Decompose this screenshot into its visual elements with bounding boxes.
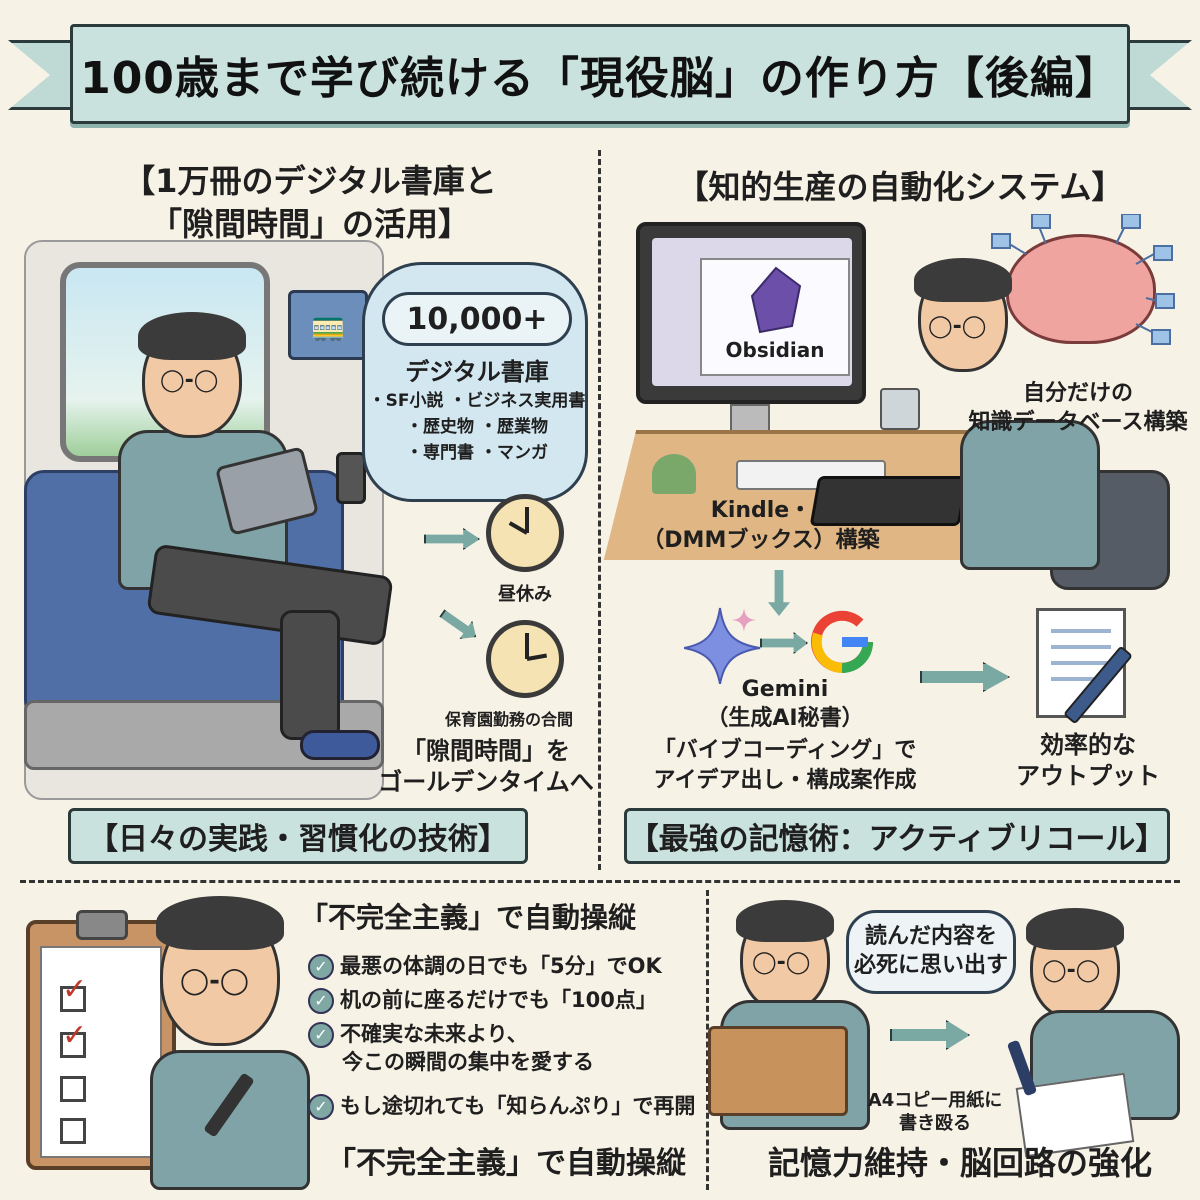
bullet-1: ✓最悪の体調の日でも「5分」でOK <box>308 952 662 980</box>
phone-icon <box>336 452 366 504</box>
glasses-icon: ◯-◯ <box>160 368 219 393</box>
check-mark-2: ✓ <box>62 1018 88 1053</box>
person-hair-desk <box>914 258 1012 302</box>
caption-line1: 「隙間時間」を <box>402 737 570 765</box>
arrow-right-recall <box>890 1020 970 1050</box>
clipboard-clip <box>76 910 128 940</box>
check-icon: ✓ <box>308 1094 334 1120</box>
shoe <box>300 730 380 760</box>
db-line2: 知識データベース構築 <box>968 409 1188 435</box>
gemini-line2: （生成AI秘書） <box>706 705 864 731</box>
library-genres-2: ・歴史物 ・歴業物 <box>406 417 548 437</box>
vibe-line2: アイデア出し・構成案作成 <box>653 767 917 793</box>
top-right-heading: 【知的生産の自動化システム】 <box>676 168 1124 206</box>
vibe-caption: 「バイブコーディング」で アイデア出し・構成案作成 <box>620 736 950 795</box>
arrow-right-output <box>920 662 1010 692</box>
caption-line2: ゴールデンタイムへ <box>378 768 594 797</box>
glasses-icon-desk: ◯-◯ <box>928 314 987 339</box>
horizontal-divider <box>20 880 1180 883</box>
check-icon: ✓ <box>308 988 334 1014</box>
plant-icon <box>652 454 696 494</box>
checkbox-1 <box>60 986 86 1012</box>
top-left-heading-line1: 【1万冊のデジタル書庫と <box>123 162 497 200</box>
clock1-label: 昼休み <box>498 584 552 605</box>
obsidian-icon <box>750 266 802 334</box>
output-line1: 効率的な <box>1040 731 1136 759</box>
glasses-icon-recall: ◯-◯ <box>752 950 811 975</box>
obsidian-window: Obsidian <box>700 258 850 376</box>
imperfection-caption: 「不完全主義」で自動操縦 <box>326 1146 686 1181</box>
a4-caption: A4コピー用紙に 書き殴る <box>850 1090 1020 1135</box>
bullet-2: ✓机の前に座るだけでも「100点」 <box>308 986 657 1014</box>
a4-line1: A4コピー用紙に <box>867 1090 1003 1111</box>
person-leg-lower <box>280 610 340 740</box>
obsidian-label: Obsidian <box>725 338 825 362</box>
person-hair-writing <box>1026 908 1124 950</box>
top-left-heading-line2: 「隙間時間」の活用】 <box>149 205 470 244</box>
glasses-icon-bottom: ◯-◯ <box>180 966 249 996</box>
brain-icon <box>1006 234 1156 344</box>
vibe-line1: 「バイブコーディング」で <box>653 738 917 763</box>
golden-time-caption: 「隙間時間」を ゴールデンタイムへ <box>376 736 596 798</box>
top-left-heading: 【1万冊のデジタル書庫と 「隙間時間」の活用】 <box>30 160 590 246</box>
network-lines <box>991 214 1175 345</box>
clock-icon-break <box>486 620 564 698</box>
kindle-line1: Kindle・ <box>710 498 812 523</box>
title-banner: 100歳まで学び続ける「現役脳」の作り方【後編】 <box>70 24 1130 124</box>
library-label: デジタル書庫 <box>405 358 549 386</box>
page-title: 100歳まで学び続ける「現役脳」の作り方【後編】 <box>80 53 1120 104</box>
pen-cup <box>880 388 920 430</box>
library-count: 10,000+ <box>382 292 572 346</box>
clock2-label: 保育園勤務の合間 <box>444 710 573 729</box>
arrow-down <box>768 570 790 616</box>
clipboard-paper <box>40 946 162 1158</box>
recall-caption: 記憶力維持・脳回路の強化 <box>767 1144 1152 1182</box>
kindle-line2: （DMMブックス）構築 <box>642 527 880 553</box>
vertical-divider <box>598 150 601 870</box>
arrow-right-2 <box>435 604 482 646</box>
check-icon: ✓ <box>308 954 334 980</box>
output-line2: アウトプット <box>1016 762 1160 791</box>
person-hair <box>138 312 246 360</box>
speech-line1: 読んだ内容を <box>864 924 997 950</box>
practice-label: 【日々の実践・習慣化の技術】 <box>68 808 528 864</box>
kindle-caption: Kindle・ （DMMブックス）構築 <box>616 496 906 555</box>
google-icon <box>811 610 873 673</box>
speech-bubble: 読んだ内容を 必死に思い出す <box>846 910 1016 994</box>
db-line1: 自分だけの <box>1022 381 1133 406</box>
check-mark-1: ✓ <box>62 972 88 1007</box>
train-icon: 🚃 <box>288 290 368 360</box>
gemini-icon <box>684 607 761 684</box>
glasses-icon-writing: ◯-◯ <box>1042 958 1101 983</box>
vertical-divider-bottom <box>706 890 709 1190</box>
speech-line2: 必死に思い出す <box>853 953 1008 978</box>
person-shirt-bottom <box>150 1050 310 1190</box>
gemini-caption: Gemini （生成AI秘書） <box>700 676 870 733</box>
imperfection-title: 「不完全主義」で自動操縦 <box>300 901 637 934</box>
output-caption: 効率的な アウトプット <box>990 730 1186 792</box>
gemini-line1: Gemini <box>741 677 829 702</box>
clock-icon-lunch <box>486 494 564 572</box>
checkbox-3 <box>60 1076 86 1102</box>
person-hair-bottom <box>156 896 284 950</box>
arrow-right-1 <box>424 528 480 550</box>
bullet-3: ✓不確実な未来より、 今この瞬間の集中を愛する <box>308 1020 594 1076</box>
library-genres-3: ・専門書 ・マンガ <box>406 443 548 463</box>
checkbox-2 <box>60 1032 86 1058</box>
database-caption: 自分だけの 知識データベース構築 <box>960 380 1196 437</box>
person-shirt-desk <box>960 420 1100 570</box>
arrow-right-gemini <box>760 632 808 654</box>
person-hair-recall <box>736 900 834 942</box>
checkbox-4 <box>60 1118 86 1144</box>
book-icon <box>708 1026 848 1116</box>
a4-line2: 書き殴る <box>899 1112 971 1134</box>
bullet-4: ✓もし途切れても「知らんぷり」で再開 <box>308 1092 695 1120</box>
check-icon: ✓ <box>308 1022 334 1048</box>
active-recall-label: 【最強の記憶術：アクティブリコール】 <box>624 808 1170 864</box>
library-genres-1: ・SF小説 ・ビジネス実用書 <box>368 391 586 411</box>
